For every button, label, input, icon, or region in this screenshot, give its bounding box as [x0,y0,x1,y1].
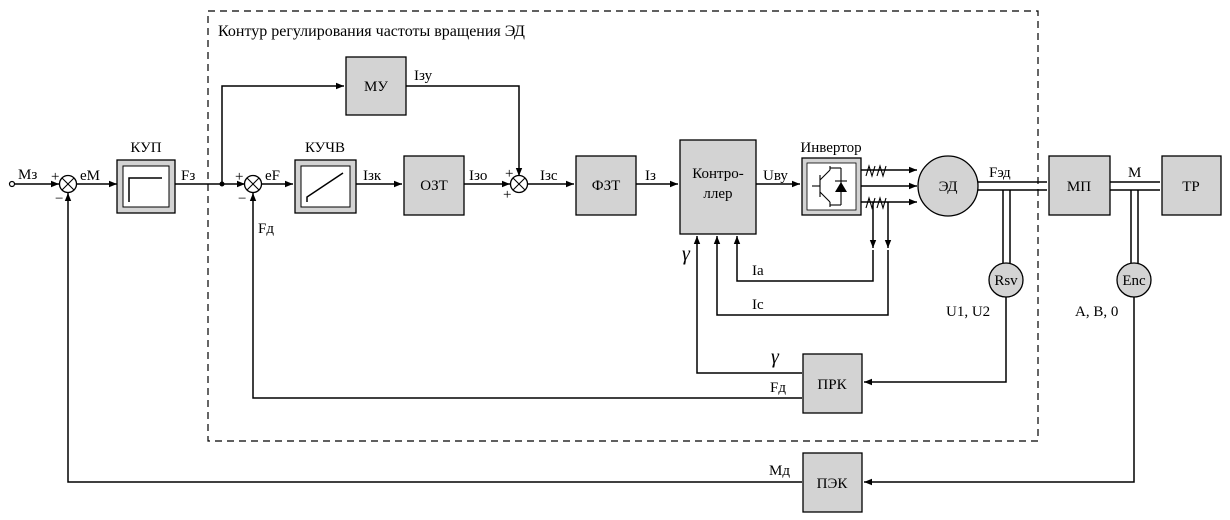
tr-label: ТР [1182,179,1200,195]
signal-labels: Мз еМ Fз еF Fд Iзк Iзу Iзо Iзс Iз Uву Fэ… [18,68,1141,479]
ef-label: еF [265,168,280,184]
controller-label-line2: ллер [703,186,732,202]
controller-block: Контро- ллер [679,139,757,235]
sum1-plus-sign: + [51,169,59,185]
motor: ЭД [917,155,979,217]
sum1-minus-sign: − [55,191,63,207]
md-label: Мд [769,463,790,479]
mp-label: МП [1067,179,1091,195]
mp-block: МП [1048,155,1111,216]
prk-block: ПРК [802,353,863,414]
kuchv-block: КУЧВ [294,140,357,214]
mz-label: Мз [18,167,37,183]
izo-label: Iзо [469,168,487,184]
fz-label: Fз [181,168,195,184]
fd-feedback-label: Fд [258,221,274,237]
fd-prk-label: Fд [770,380,786,396]
iz-label: Iз [645,168,656,184]
motor-label: ЭД [939,179,958,195]
m-label: М [1128,165,1141,181]
ozt-block: ОЗТ [403,155,465,216]
kup-block: КУП [116,140,176,214]
sum2-minus-sign: − [238,191,246,207]
sum3-plus-left-sign: + [503,187,511,203]
fzt-block: ФЗТ [575,155,637,216]
gamma-controller-label: γ [682,243,691,265]
fed-label: Fэд [989,165,1011,181]
speed-control-contour-frame [207,10,1039,442]
izs-label: Iзс [540,168,558,184]
ozt-label: ОЗТ [420,178,448,194]
mu-label: МУ [364,79,388,95]
encoder-sensor: Enc [1116,262,1152,298]
tr-block: ТР [1161,155,1222,216]
sum2-plus-sign: + [235,169,243,185]
input-terminal [8,180,16,188]
kup-label: КУП [130,140,161,156]
em-label: еМ [80,168,100,184]
uvu-label: Uву [763,168,788,184]
pek-label: ПЭК [817,476,849,492]
u12-label: U1, U2 [946,304,990,320]
inverter-block: Инвертор [800,140,862,216]
kuchv-label: КУЧВ [305,140,345,156]
summing-junction-1 [58,174,78,194]
summing-junction-3 [509,174,529,194]
mu-block: МУ [345,56,407,116]
contour-title: Контур регулирования частоты вращения ЭД [218,23,525,40]
enc-label: Enc [1122,273,1146,289]
izk-label: Iзк [363,168,382,184]
ic-label: Ic [752,297,764,313]
saturation-icon [128,177,162,202]
izu-label: Iзу [414,68,433,84]
diode-icon [830,167,847,206]
inverter-label: Инвертор [800,140,861,156]
rsv-label: Rsv [994,273,1018,289]
gamma-prk-label: γ [771,346,780,368]
resolver-sensor: Rsv [988,262,1024,298]
controller-label-line1: Контро- [692,166,744,182]
prk-label: ПРК [817,377,847,393]
ia-label: Ia [752,263,764,279]
fzt-label: ФЗТ [592,178,621,194]
pek-block: ПЭК [802,452,863,513]
summing-junction-2 [243,174,263,194]
sum3-plus-top-sign: + [505,166,513,182]
ramp-icon [306,172,344,202]
junction-signs: + − + − + + [51,166,513,207]
signal-wires [8,82,1160,486]
abz-label: A, B, 0 [1075,304,1118,320]
